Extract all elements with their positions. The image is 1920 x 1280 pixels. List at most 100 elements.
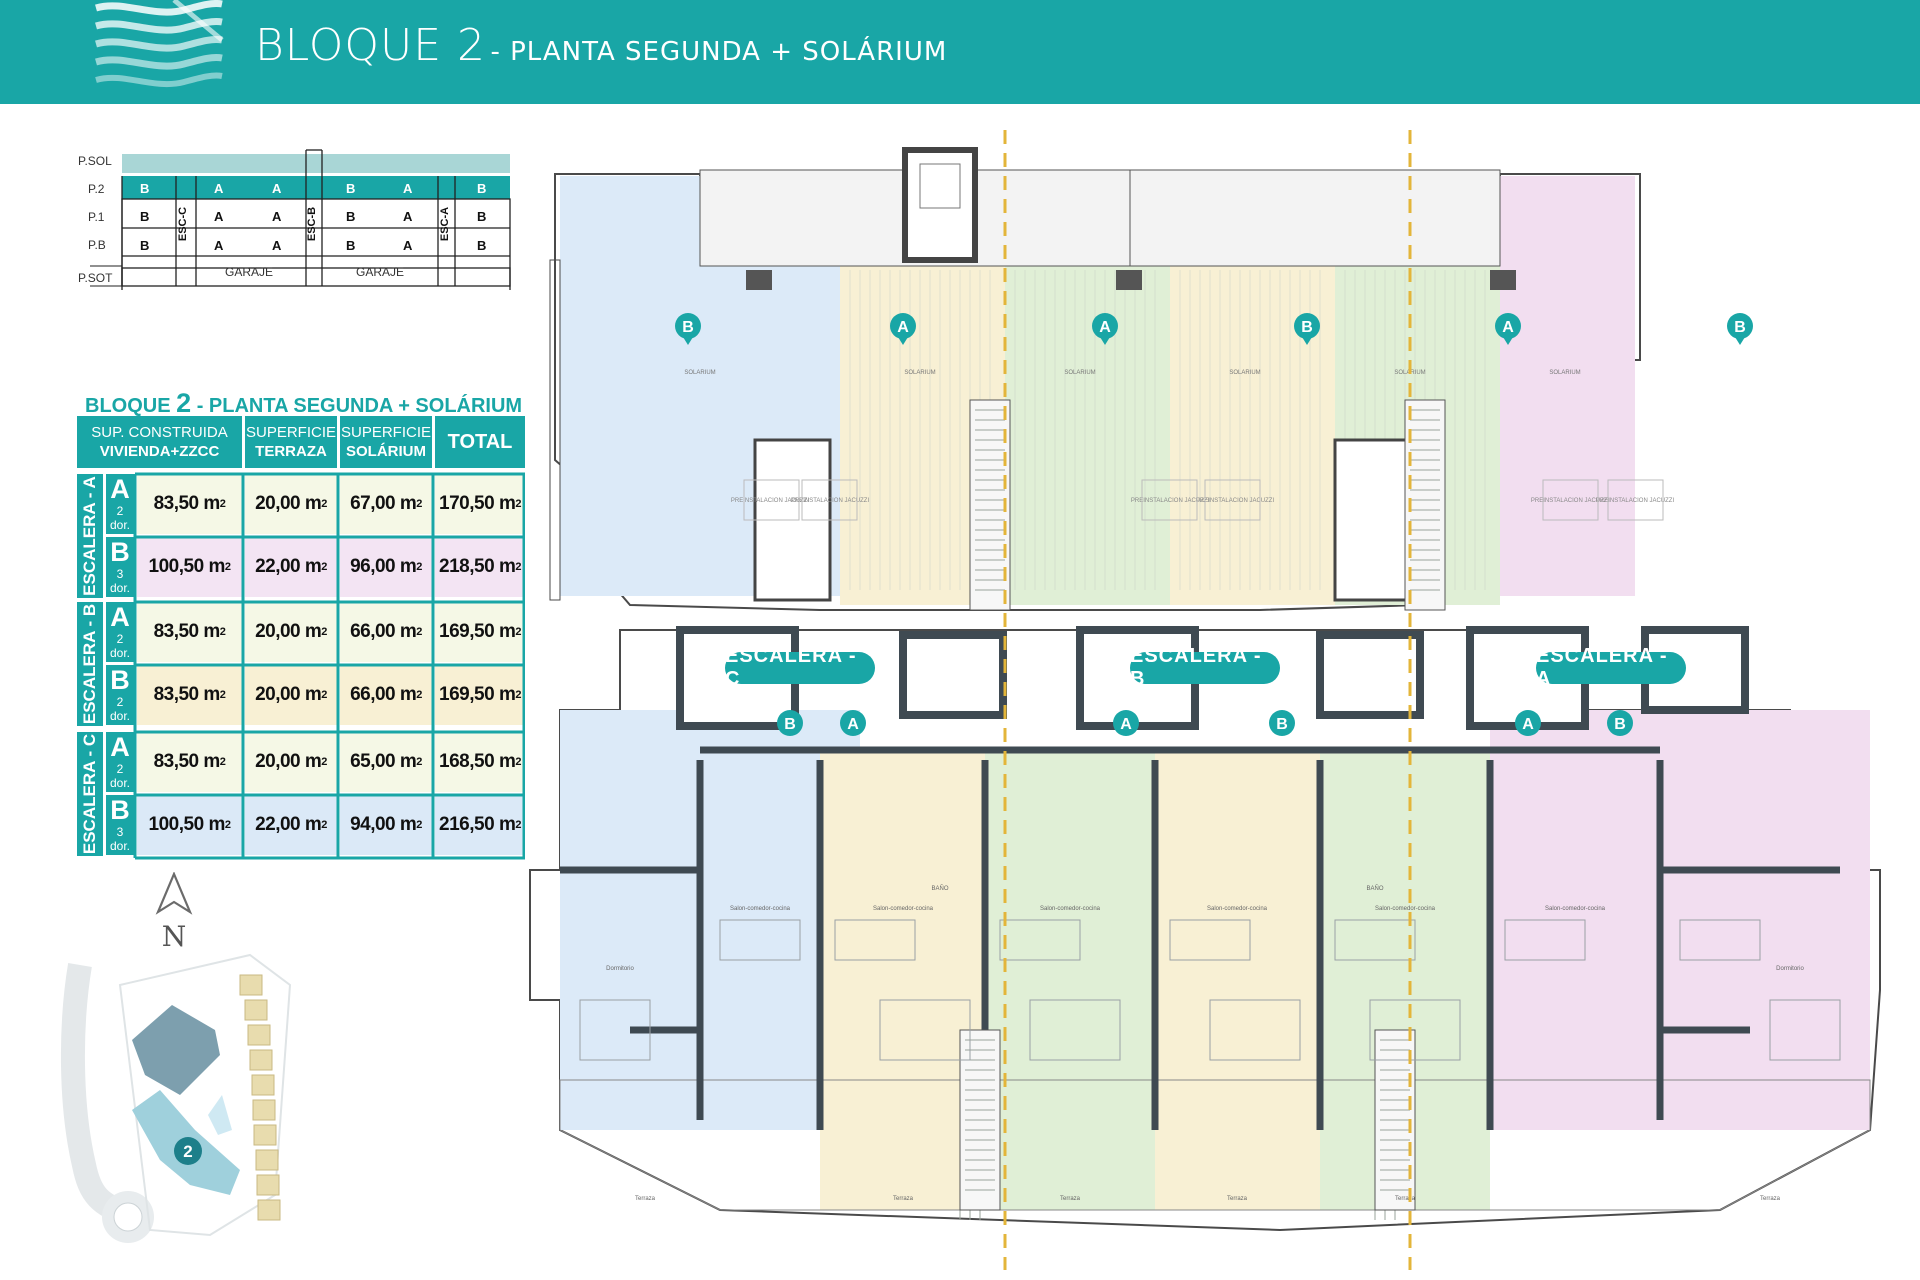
- stair-tag-c: ESCALERA - C: [725, 645, 875, 690]
- header-solarium: SUPERFICIE SOLÁRIUM: [340, 416, 432, 468]
- north-label: N: [162, 920, 187, 950]
- stair-group-label: ESCALERA - B: [77, 602, 103, 726]
- garage-label: GARAJE: [356, 265, 405, 279]
- room-label: Salon-comedor-cocina: [873, 906, 934, 912]
- cell-value: 83,50: [153, 621, 200, 642]
- floor-unit-markers: B A A B A B: [777, 710, 1633, 736]
- stair-section-label: ESC-C: [177, 206, 190, 242]
- page-title: BLOQUE 2 - PLANTA SEGUNDA + SOLÁRIUM: [255, 20, 947, 71]
- unit-type-letter: A: [110, 474, 130, 504]
- unit-marker: B: [784, 716, 796, 733]
- second-floor-plan: Salon-comedor-cocina Salon-comedor-cocin…: [529, 626, 1881, 1232]
- cell-value: 218,50: [439, 556, 495, 577]
- table-title: BLOQUE 2 - PLANTA SEGUNDA + SOLÁRIUM: [85, 388, 522, 419]
- unit-cell: B: [477, 181, 487, 196]
- header-text: SUPERFICIE: [340, 424, 431, 441]
- unit-marker: B: [1276, 716, 1288, 733]
- cell-unit-exp: 2: [416, 756, 422, 768]
- cell-unit: m: [203, 621, 220, 642]
- cell-value: 67,00: [350, 493, 396, 514]
- cell-unit: m: [203, 751, 220, 772]
- area-label: SOLARIUM: [1549, 370, 1580, 376]
- title-main: BLOQUE 2: [255, 20, 487, 71]
- cell-unit: m: [304, 684, 322, 705]
- unit-marker: A: [897, 319, 909, 336]
- unit-cell: A: [272, 238, 282, 253]
- cell-unit: m: [399, 684, 417, 705]
- cell-unit-exp: 2: [321, 756, 327, 768]
- table-title-number: 2: [176, 388, 192, 418]
- cell-value: 216,50: [439, 814, 495, 835]
- unit-marker: A: [1522, 716, 1534, 733]
- level-label: P.SOL: [78, 154, 112, 168]
- cell-unit-exp: 2: [321, 689, 327, 701]
- header-text: SOLÁRIUM: [346, 443, 426, 460]
- unit-marker: B: [1734, 319, 1746, 336]
- area-label: SOLARIUM: [1229, 370, 1260, 376]
- unit-cell: A: [214, 181, 224, 196]
- cell-unit: m: [498, 684, 516, 705]
- section-grid: [90, 149, 511, 290]
- brand-logo-icon: [95, 0, 224, 88]
- unit-marker: A: [1120, 716, 1132, 733]
- unit-cell: B: [477, 209, 487, 224]
- cell-unit-exp: 2: [515, 626, 521, 638]
- cell-unit: m: [498, 493, 516, 514]
- stair-group-text: ESCALERA - B: [80, 603, 100, 725]
- cell-unit: m: [498, 751, 516, 772]
- unit-type-letter: B: [110, 537, 130, 567]
- surface-table: SUP. CONSTRUIDA VIVIENDA+ZZCC SUPERFICIE…: [77, 416, 525, 860]
- unit-dorms: 3 dor.: [109, 825, 130, 853]
- cell-unit-exp: 2: [219, 756, 226, 768]
- header-total: TOTAL: [435, 416, 525, 468]
- header-text: TERRAZA: [255, 443, 327, 460]
- stair-tag-a: ESCALERA - A: [1536, 645, 1686, 690]
- cell-value: 20,00: [255, 751, 301, 772]
- title-sub: - PLANTA SEGUNDA + SOLÁRIUM: [490, 37, 948, 67]
- jacuzzi-label: PREINSTALACION JACUZZI: [731, 498, 810, 504]
- room-label: Terraza: [1060, 1196, 1081, 1202]
- cell-unit-exp: 2: [321, 819, 327, 831]
- header-text: TOTAL: [447, 430, 513, 453]
- cell-unit: m: [498, 621, 516, 642]
- unit-dorms: 2 dor.: [109, 504, 130, 532]
- unit-cell: B: [346, 238, 356, 253]
- level-label: P.SOT: [78, 271, 113, 285]
- cell-unit: m: [208, 814, 225, 835]
- unit-dorms: 2 dor.: [109, 762, 130, 790]
- cell-unit-exp: 2: [219, 689, 226, 701]
- cell-unit-exp: 2: [321, 498, 327, 510]
- cell-unit: m: [399, 814, 417, 835]
- stair-group-text: ESCALERA - C: [80, 733, 100, 855]
- cell-unit-exp: 2: [515, 756, 521, 768]
- cell-value: 20,00: [255, 493, 301, 514]
- unit-dorms: 2 dor.: [109, 695, 130, 723]
- cell-value: 22,00: [255, 556, 301, 577]
- cell-value: 100,50: [148, 814, 205, 835]
- cell-unit: m: [208, 556, 225, 577]
- unit-cell: A: [403, 181, 413, 196]
- unit-marker: B: [1301, 319, 1313, 336]
- unit-cell: B: [140, 181, 150, 196]
- cell-value: 66,00: [350, 621, 396, 642]
- cell-unit-exp: 2: [416, 561, 422, 573]
- room-label: Terraza: [893, 1196, 914, 1202]
- cell-value: 22,00: [255, 814, 301, 835]
- cell-value: 66,00: [350, 684, 396, 705]
- unit-cell: A: [403, 209, 413, 224]
- unit-cell: B: [346, 209, 356, 224]
- unit-marker: A: [1099, 319, 1111, 336]
- cell-unit: m: [399, 556, 417, 577]
- unit-cell: A: [272, 181, 282, 196]
- header-text: SUP. CONSTRUIDA: [91, 424, 228, 441]
- header-terraza: SUPERFICIE TERRAZA: [245, 416, 337, 468]
